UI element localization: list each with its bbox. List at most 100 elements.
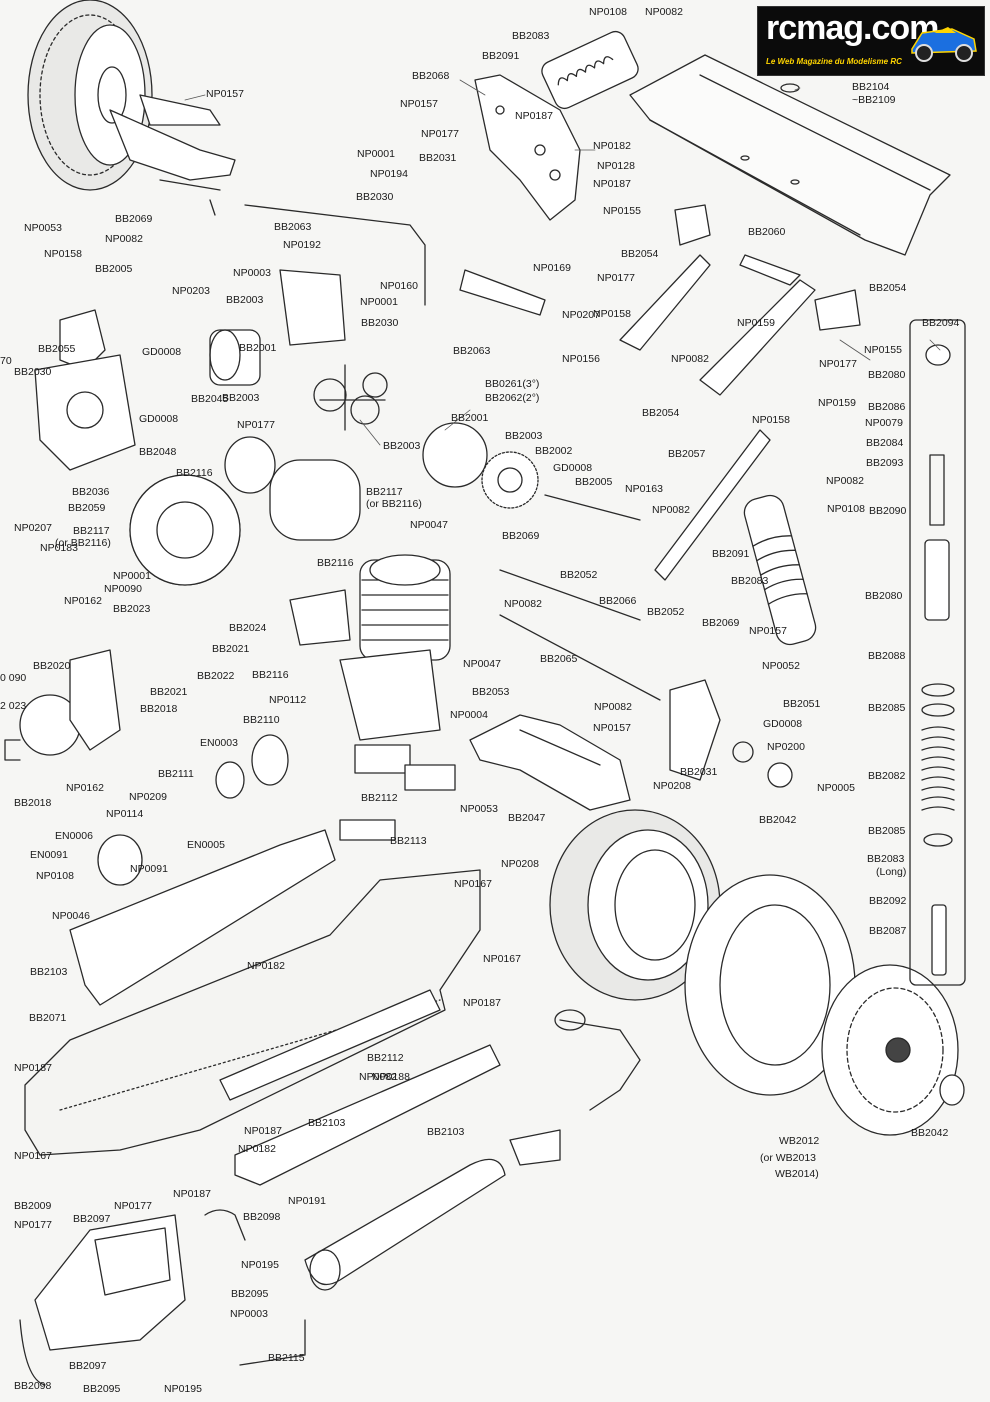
callout-label: BB2054 xyxy=(642,407,680,419)
callout-label: NP0191 xyxy=(288,1195,326,1207)
rear-driveshafts xyxy=(499,494,661,701)
front-left-diff xyxy=(4,649,121,761)
callout-label: BB2103 xyxy=(30,966,68,978)
callout-label: BB2030 xyxy=(356,191,394,203)
callout-label: BB2092 xyxy=(869,895,907,907)
callout-label: NP0082 xyxy=(105,233,143,245)
callout-label: BB2115 xyxy=(268,1352,305,1364)
rear-tire xyxy=(549,809,721,1001)
callout-label: NP0112 xyxy=(269,694,307,706)
callout-label: BB2048 xyxy=(139,446,177,458)
callout-label: NP0157 xyxy=(400,98,438,110)
callout-label: BB2117 xyxy=(73,525,110,537)
callout-label: BB2087 xyxy=(869,925,907,937)
callout-label: NP0108 xyxy=(589,6,627,18)
callout-label: BB2001 xyxy=(451,412,489,424)
callout-label: NP0158 xyxy=(752,414,790,426)
callout-label: BB2053 xyxy=(472,686,510,698)
callout-label: NP0169 xyxy=(533,262,571,274)
callout-label: BB2002 xyxy=(535,445,573,457)
callout-label: NP0157 xyxy=(749,625,787,637)
callout-label: (or BB2116) xyxy=(55,537,111,549)
side-guard-lower xyxy=(234,1044,501,1186)
rcmag-logo[interactable]: rcmag.com Le Web Magazine du Modelisme R… xyxy=(757,6,985,76)
callout-label: BB2103 xyxy=(427,1126,465,1138)
callout-label: NP0090 xyxy=(104,583,142,595)
callout-label: NP0208 xyxy=(501,858,539,870)
callout-label: BB2097 xyxy=(73,1213,111,1225)
callout-label: NP0005 xyxy=(817,782,855,794)
callout-label: BB2086 xyxy=(868,401,906,413)
side-guard-upper xyxy=(69,829,336,1006)
callout-label: NP0167 xyxy=(454,878,492,890)
callout-label: BB2082 xyxy=(868,770,906,782)
callout-label: NP0177 xyxy=(597,272,635,284)
callout-label: BB2057 xyxy=(668,448,706,460)
callout-label: BB2085 xyxy=(868,702,906,714)
callout-label: NP0194 xyxy=(370,168,408,180)
throttle-linkage xyxy=(204,1209,306,1366)
callout-label: BB2083 xyxy=(867,853,905,865)
wheel-rim xyxy=(821,964,965,1136)
callout-label: NP0209 xyxy=(129,791,167,803)
callout-label: NP0108 xyxy=(36,870,74,882)
callout-label: NP0182 xyxy=(593,140,631,152)
engine-mounts xyxy=(339,744,456,841)
rear-upper-links xyxy=(459,254,816,396)
callout-label: BB2095 xyxy=(231,1288,269,1300)
callout-label: BB2110 xyxy=(243,714,280,726)
callout-label: BB2021 xyxy=(212,643,250,655)
callout-label: BB2051 xyxy=(783,698,821,710)
callout-label: BB2094 xyxy=(922,317,960,329)
callout-label: NP0082 xyxy=(652,504,690,516)
callout-label: BB2091 xyxy=(482,50,520,62)
callout-label: NP0187 xyxy=(463,997,501,1009)
callout-label: NP0195 xyxy=(164,1383,202,1395)
callout-label: NP0187 xyxy=(593,178,631,190)
callout-label: BB2005 xyxy=(95,263,133,275)
callout-label: BB2111 xyxy=(158,768,194,780)
callout-label: NP0004 xyxy=(450,709,488,721)
callout-label: 0 090 xyxy=(0,672,27,684)
front-gearbox xyxy=(209,269,346,386)
callout-label: BB2071 xyxy=(29,1012,67,1024)
callout-label: BB2112 xyxy=(361,792,398,804)
callout-label: BB2003 xyxy=(383,440,421,452)
tire-insert xyxy=(684,874,856,1096)
callout-label: BB2023 xyxy=(113,603,151,615)
callout-label: NP0160 xyxy=(380,280,418,292)
callout-label: BB2069 xyxy=(502,530,540,542)
callout-label: NP0082 xyxy=(826,475,864,487)
rear-shock-right xyxy=(743,494,817,646)
callout-label: BB2036 xyxy=(72,486,110,498)
callout-label: NP0001 xyxy=(360,296,398,308)
callout-label: NP0177 xyxy=(237,419,275,431)
callout-label: BB2047 xyxy=(508,812,546,824)
rear-hub-right xyxy=(669,679,793,788)
callout-label: NP0208 xyxy=(653,780,691,792)
callout-label: EN0005 xyxy=(187,839,225,851)
callout-label: NP0167 xyxy=(14,1150,52,1162)
callout-label: BB2055 xyxy=(38,343,76,355)
callout-label: BB2059 xyxy=(68,502,106,514)
callout-label: GD0008 xyxy=(139,413,179,425)
callout-label: BB2003 xyxy=(222,392,260,404)
callout-label: BB2085 xyxy=(868,825,906,837)
callout-label: NP0003 xyxy=(233,267,271,279)
callout-label: BB2054 xyxy=(869,282,907,294)
callout-label: BB2098 xyxy=(14,1380,52,1392)
callout-label: BB2003 xyxy=(226,294,264,306)
callout-label: BB2068 xyxy=(412,70,450,82)
callout-label: BB2084 xyxy=(866,437,904,449)
callout-label: NP0195 xyxy=(241,1259,279,1271)
logo-name: rcmag.com xyxy=(766,9,939,47)
callout-label: NP0082 xyxy=(594,701,632,713)
callout-label: EN0003 xyxy=(200,737,238,749)
callout-label: BB2066 xyxy=(599,595,637,607)
callout-label: NP0187 xyxy=(14,1062,52,1074)
rear-brace xyxy=(654,429,771,581)
callout-label: BB2116 xyxy=(317,557,354,569)
top-plate xyxy=(219,989,441,1101)
sway-bar xyxy=(209,199,426,306)
